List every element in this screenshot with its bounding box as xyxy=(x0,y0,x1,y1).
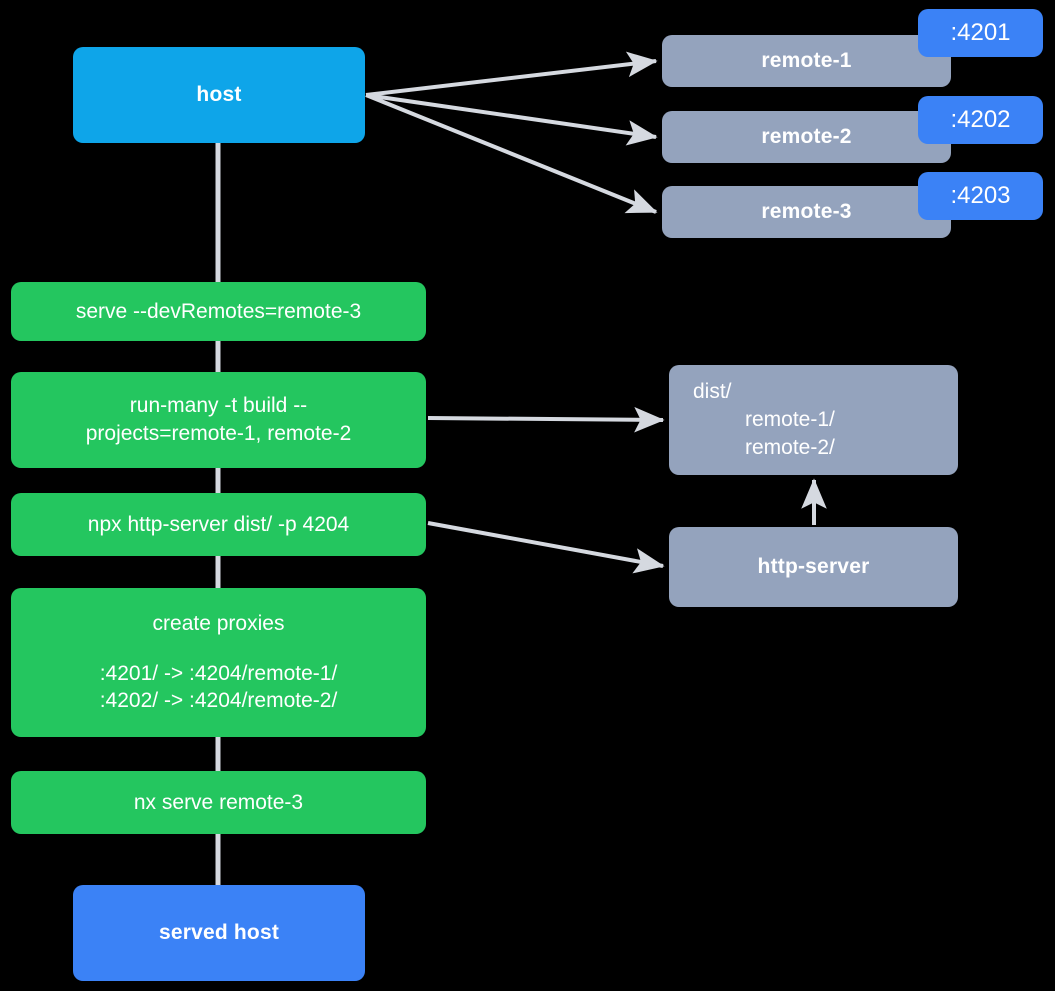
node-remote-1-label: remote-1 xyxy=(761,49,852,73)
node-remote-1[interactable]: remote-1 xyxy=(662,35,951,87)
port-badge-remote-2-label: :4202 xyxy=(950,106,1011,134)
node-dist-folder[interactable]: dist/ remote-1/ remote-2/ xyxy=(669,365,958,475)
node-command-run-many-line-1: run-many -t build -- xyxy=(129,394,308,418)
port-badge-remote-3[interactable]: :4203 xyxy=(918,172,1043,220)
node-command-run-many-line-2: projects=remote-1, remote-2 xyxy=(85,422,352,445)
port-badge-remote-3-label: :4203 xyxy=(950,182,1011,210)
port-badge-remote-1[interactable]: :4201 xyxy=(918,9,1043,57)
node-dist-folder-child-1: remote-1/ xyxy=(745,408,835,432)
node-command-create-proxies-title: create proxies xyxy=(152,611,285,635)
node-dist-folder-root: dist/ xyxy=(693,380,732,404)
edge-npx-to-httpserver xyxy=(427,521,665,574)
node-host[interactable]: host xyxy=(73,47,365,143)
node-command-create-proxies-mapping-2: :4202/ -> :4204/remote-2/ xyxy=(99,689,338,713)
node-host-label: host xyxy=(196,83,242,107)
node-command-nx-serve-remote-3-label: nx serve remote-3 xyxy=(133,790,304,814)
node-remote-2-label: remote-2 xyxy=(761,125,852,149)
node-served-host-label: served host xyxy=(158,921,280,945)
node-remote-3[interactable]: remote-3 xyxy=(662,186,951,238)
node-http-server[interactable]: http-server xyxy=(669,527,958,607)
node-command-nx-serve-remote-3[interactable]: nx serve remote-3 xyxy=(11,771,426,834)
node-command-npx-http-server-label: npx http-server dist/ -p 4204 xyxy=(87,512,350,536)
port-badge-remote-1-label: :4201 xyxy=(950,19,1011,47)
node-dist-folder-child-2: remote-2/ xyxy=(745,435,835,459)
node-command-npx-http-server[interactable]: npx http-server dist/ -p 4204 xyxy=(11,493,426,556)
edge-host-to-remotes xyxy=(365,51,658,214)
node-remote-2[interactable]: remote-2 xyxy=(662,111,951,163)
edge-runmany-to-dist xyxy=(427,406,665,433)
node-command-serve-label: serve --devRemotes=remote-3 xyxy=(75,299,362,323)
node-command-create-proxies-mapping-1: :4201/ -> :4204/remote-1/ xyxy=(99,661,338,685)
node-command-create-proxies[interactable]: create proxies :4201/ -> :4204/remote-1/… xyxy=(11,588,426,737)
node-served-host[interactable]: served host xyxy=(73,885,365,981)
node-remote-3-label: remote-3 xyxy=(761,200,852,224)
node-http-server-label: http-server xyxy=(757,555,870,579)
node-command-serve[interactable]: serve --devRemotes=remote-3 xyxy=(11,282,426,341)
node-command-run-many[interactable]: run-many -t build -- projects=remote-1, … xyxy=(11,372,426,468)
port-badge-remote-2[interactable]: :4202 xyxy=(918,96,1043,144)
